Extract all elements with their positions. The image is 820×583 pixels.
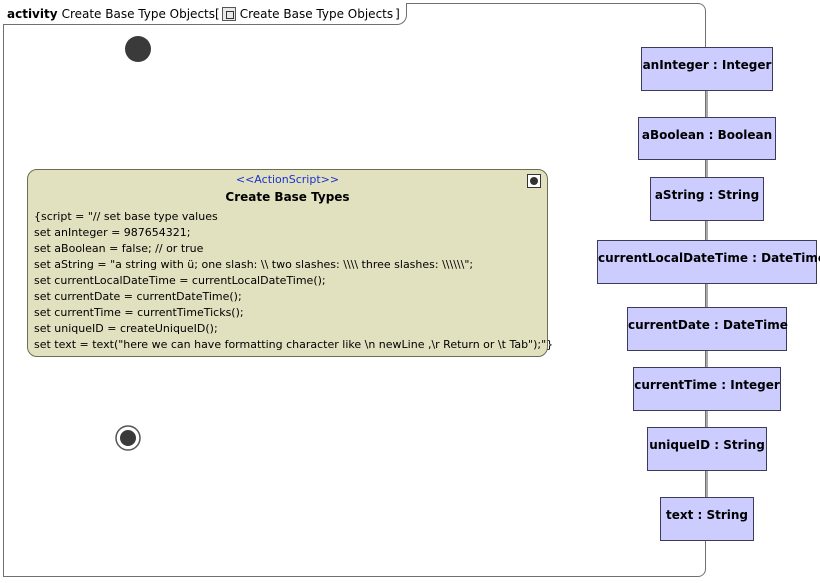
action-create-base-types[interactable]: <<ActionScript>> Create Base Types {scri… — [27, 169, 554, 357]
object-node-label: currentLocalDateTime : DateTime — [598, 251, 820, 265]
object-node-currentdate[interactable]: currentDate : DateTime — [627, 307, 788, 351]
script-line: set anInteger = 987654321; — [34, 226, 191, 239]
object-node-aninteger[interactable]: anInteger : Integer — [641, 47, 773, 91]
script-line: set currentTime = currentTimeTicks(); — [34, 306, 244, 319]
object-node-label: currentTime : Integer — [634, 378, 780, 392]
object-node-currentlocaldatetime[interactable]: currentLocalDateTime : DateTime — [597, 240, 820, 284]
action-name: Create Base Types — [225, 190, 350, 204]
frame-behavior-name: Create Base Type Objects — [239, 6, 394, 21]
frame-close-bracket: ] — [395, 6, 400, 21]
action-script: {script = "// set base type values set a… — [34, 209, 554, 353]
activity-diagram-icon — [221, 6, 236, 21]
object-node-text[interactable]: text : String — [660, 497, 754, 541]
script-line: set aString = "a string with ü; one slas… — [34, 258, 474, 271]
object-node-label: uniqueID : String — [649, 438, 765, 452]
object-node-label: anInteger : Integer — [642, 58, 772, 72]
frame-open-bracket: [ — [215, 6, 220, 21]
script-line: set currentLocalDateTime = currentLocalD… — [34, 274, 326, 287]
object-node-label: aBoolean : Boolean — [641, 128, 773, 142]
action-stereotype: <<ActionScript>> — [235, 173, 340, 186]
script-line: set uniqueID = createUniqueID(); — [34, 322, 218, 335]
frame-keyword: activity — [7, 6, 58, 21]
object-node-label: text : String — [665, 508, 749, 522]
object-node-uniqueid[interactable]: uniqueID : String — [647, 427, 767, 471]
call-behavior-icon — [527, 174, 541, 188]
frame-title: Create Base Type Objects — [61, 6, 215, 21]
script-line: set text = text("here we can have format… — [34, 338, 554, 351]
object-node-currenttime[interactable]: currentTime : Integer — [633, 367, 781, 411]
object-node-aboolean[interactable]: aBoolean : Boolean — [638, 117, 776, 160]
script-line: set currentDate = currentDateTime(); — [34, 290, 242, 303]
object-node-label: currentDate : DateTime — [628, 318, 788, 332]
object-node-astring[interactable]: aString : String — [650, 177, 764, 221]
frame-header: activity Create Base Type Objects [ Crea… — [3, 3, 407, 25]
object-node-label: aString : String — [654, 188, 760, 202]
script-line: {script = "// set base type values — [34, 210, 218, 223]
script-line: set aBoolean = false; // or true — [34, 242, 204, 255]
